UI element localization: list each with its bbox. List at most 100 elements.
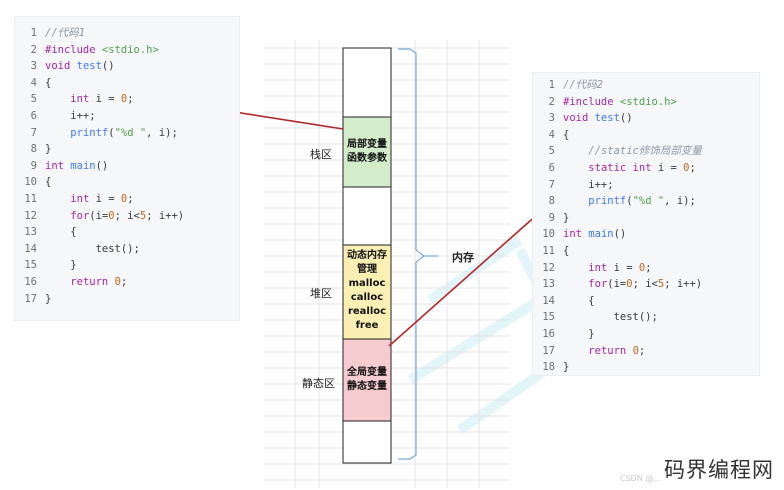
code-token: {: [45, 176, 52, 189]
code-token: (i=: [607, 278, 627, 291]
line-number: 7: [30, 126, 37, 139]
code-token: ; i<: [632, 278, 658, 291]
code-token: ;: [638, 344, 646, 357]
line-number: 2: [30, 43, 37, 56]
code-line: 18}: [533, 359, 759, 375]
line-number: 9: [30, 159, 37, 172]
code-token: i =: [657, 162, 684, 174]
code-line: 12 int i = 0;: [533, 260, 759, 276]
heap-block-line: malloc: [348, 278, 386, 289]
code-line: 14 test();: [15, 241, 239, 257]
code-token: ;: [120, 276, 128, 288]
line-number: 10: [542, 228, 555, 241]
heap-label: 堆区: [310, 287, 332, 300]
code-token: 5: [139, 209, 147, 222]
code-line: 2#include <stdio.h>: [533, 94, 759, 110]
code-token: [563, 345, 588, 357]
code-token: int: [70, 193, 96, 205]
stack-label: 栈区: [310, 148, 332, 161]
code-token: int: [563, 228, 589, 241]
code-token: "%d ": [114, 126, 147, 139]
stack-block: [342, 116, 392, 188]
line-number: 4: [548, 128, 555, 141]
heap-block-line: realloc: [347, 306, 387, 317]
code-line: 11{: [533, 243, 759, 259]
code-line: 11 int i = 0;: [15, 191, 239, 207]
code-token: (: [108, 126, 115, 139]
code-token: test();: [45, 242, 140, 255]
line-number: 15: [24, 259, 37, 272]
code-line: 16 }: [533, 326, 759, 342]
heap-block-line: 动态内存: [347, 250, 387, 261]
code-line: 17 return 0;: [533, 343, 759, 359]
line-number: 11: [542, 245, 555, 257]
code-token: i =: [95, 193, 121, 205]
code-token: test: [594, 112, 620, 125]
code-token: {: [45, 226, 77, 239]
code-line: 17}: [15, 291, 239, 307]
code-token: ;: [689, 162, 696, 174]
line-number: 2: [548, 95, 555, 108]
line-number: 3: [30, 60, 37, 73]
static-block: [342, 338, 392, 422]
code-token: ; i++): [146, 209, 185, 222]
code-line: 7 printf("%d ", i);: [15, 125, 239, 141]
stack-block-line: 局部变量: [347, 139, 387, 150]
line-number: 17: [24, 292, 37, 305]
line-number: 6: [30, 110, 37, 122]
code-token: <stdio.h>: [101, 43, 159, 56]
line-number: 1: [548, 79, 555, 91]
code-line: 16 return 0;: [15, 274, 239, 290]
code-line: 15 }: [15, 257, 239, 273]
code-token: int: [45, 159, 71, 172]
code-line: 6 static int i = 0;: [533, 160, 759, 176]
static-block-text: 全局变量 静态变量: [343, 366, 391, 394]
code-token: }: [45, 292, 52, 305]
code-line: 12 for(i=0; i<5; i++): [15, 208, 239, 224]
code-token: i =: [95, 93, 121, 106]
line-number: 13: [542, 278, 555, 291]
code-line: 13 for(i=0; i<5; i++): [533, 276, 759, 292]
code-token: 0: [120, 93, 128, 106]
code-token: void: [563, 112, 595, 125]
code-token: i =: [613, 261, 639, 274]
code-token: ;: [127, 93, 134, 106]
code-token: , i);: [664, 195, 696, 208]
code-line: 5 //static修饰局部变量: [533, 143, 759, 159]
code-token: [45, 93, 70, 105]
code-token: int: [70, 93, 96, 106]
code-token: 0: [626, 278, 633, 291]
code-token: (): [613, 228, 627, 241]
heap-block-line: calloc: [350, 292, 384, 303]
code-token: {: [563, 294, 595, 307]
code-token: [45, 127, 70, 139]
code-token: test: [76, 60, 102, 73]
site-watermark: 码界编程网: [664, 458, 774, 482]
code-token: printf: [588, 195, 627, 208]
code-token: ; i++): [664, 278, 703, 291]
static-label: 静态区: [302, 377, 335, 390]
code-line: 4{: [15, 75, 239, 91]
line-number: 7: [548, 178, 555, 191]
code-token: 0: [638, 261, 646, 274]
line-number: 18: [542, 361, 555, 374]
code-token: ;: [645, 261, 652, 274]
code-token: }: [563, 211, 570, 224]
heap-block-line: 管理: [357, 264, 377, 275]
line-number: 15: [542, 311, 555, 324]
line-number: 6: [548, 162, 555, 174]
code-token: void: [45, 60, 77, 73]
heap-block-line: free: [355, 320, 379, 331]
code-token: 5: [657, 278, 665, 291]
code-token: [45, 276, 70, 288]
code-token: int: [588, 261, 614, 274]
code-token: 0: [108, 209, 115, 222]
code-token: for: [588, 278, 608, 291]
line-number: 16: [542, 328, 555, 340]
code-token: 0: [683, 162, 690, 174]
